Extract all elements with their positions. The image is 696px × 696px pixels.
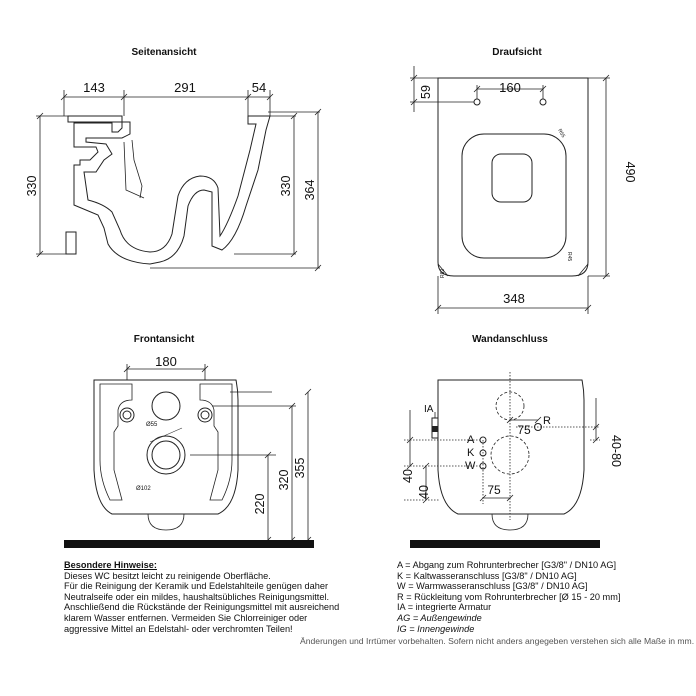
legend-line-r: R = Rückleitung vom Rohrunterbrecher [Ø … <box>397 591 621 602</box>
front-inner-left <box>99 383 133 501</box>
front-view: Frontansicht 180 Ø55 Ø102 <box>64 334 314 548</box>
wall-dim-40a: 40 <box>401 469 415 483</box>
side-dim-330-right: 330 <box>279 176 293 197</box>
top-bowl-opening <box>491 153 533 203</box>
top-dim-59: 59 <box>419 85 433 99</box>
wall-label-ia: IA <box>424 404 434 415</box>
side-foot <box>65 231 77 255</box>
notes-line: Neutralseife oder ein mildes, haushaltsü… <box>64 591 330 602</box>
side-view-title: Seitenansicht <box>131 47 197 58</box>
wall-dim-75-top: 75 <box>517 423 531 437</box>
side-inner-channel-2 <box>131 139 143 199</box>
legend-line-w: W = Warmwasseranschluss [G3/8" / DN10 AG… <box>397 581 588 592</box>
legend-line-a: A = Abgang zum Rohrunterbrecher [G3/8" /… <box>397 560 617 570</box>
legend-block: A = Abgang zum Rohrunterbrecher [G3/8" /… <box>397 560 657 634</box>
top-view-title: Draufsicht <box>492 47 542 58</box>
wall-label-k: K <box>467 447 475 459</box>
top-radius-r55: R55 <box>556 128 566 139</box>
side-inner-channel <box>123 141 145 199</box>
top-corner-right <box>577 263 589 277</box>
top-view: Draufsicht 160 59 490 <box>410 47 637 314</box>
side-dim-143: 143 <box>83 80 105 95</box>
top-dim-348: 348 <box>503 291 525 306</box>
side-bowl-profile <box>67 115 271 265</box>
notes-line: aggressive Mittel an Edelstahl- oder ver… <box>64 623 293 634</box>
top-radius-r82: R82 <box>440 269 446 278</box>
notes-line: Dieses WC besitzt leicht zu reinigende O… <box>64 570 271 581</box>
wall-dashed-lower <box>490 435 530 475</box>
side-view: Seitenansicht 143 291 54 330 330 364 <box>25 47 322 272</box>
notes-line: Anschließend die Rückstände der Reinigun… <box>64 602 340 613</box>
top-mount-hole-left <box>473 98 481 106</box>
notes-line: Für die Reinigung der Keramik und Edelst… <box>64 581 329 592</box>
wall-bottom-bowl <box>491 513 529 531</box>
front-view-title: Frontansicht <box>134 334 195 345</box>
front-inner-right <box>199 383 233 501</box>
legend-line-ig: IG = Innengewinde <box>397 623 475 634</box>
wall-label-r: R <box>543 415 551 427</box>
legend-line-k: K = Kaltwasseranschluss [G3/8" / DN10 AG… <box>397 570 577 581</box>
legend-line-ag: AG = Außengewinde <box>397 612 482 623</box>
top-mount-hole-right <box>539 98 547 106</box>
notes-heading: Besondere Hinweise: <box>64 560 157 570</box>
notes-block: Besondere Hinweise: Dieses WC besitzt le… <box>64 560 364 634</box>
wall-view-title: Wandanschluss <box>472 334 548 345</box>
front-label-d55: Ø55 <box>146 422 158 428</box>
front-dim-180: 180 <box>155 354 177 369</box>
front-floor-bar <box>64 540 314 548</box>
side-dim-54: 54 <box>252 80 266 95</box>
wall-floor-bar <box>410 540 600 548</box>
front-dim-320: 320 <box>277 470 291 491</box>
notes-line: klarem Wasser entfernen. Vermeiden Sie C… <box>64 612 308 623</box>
wall-dim-40b: 40 <box>417 485 431 499</box>
front-dim-355: 355 <box>293 458 307 479</box>
legend-line-ia: IA = integrierte Armatur <box>397 602 492 613</box>
top-dim-160: 160 <box>499 80 521 95</box>
front-dim-220: 220 <box>253 494 267 515</box>
footer-disclaimer: Änderungen und Irrtümer vorbehalten. Sof… <box>300 636 695 646</box>
wall-dim-75-bottom: 75 <box>487 483 501 497</box>
top-radius-r45: R45 <box>566 252 572 261</box>
wall-body-outline <box>437 379 585 515</box>
side-dim-291: 291 <box>174 80 196 95</box>
front-label-d102: Ø102 <box>136 486 151 492</box>
front-bottom-bowl <box>147 513 185 531</box>
top-corner-left <box>437 263 449 277</box>
side-dim-330-left: 330 <box>25 176 39 197</box>
wall-view: Wandanschluss A K W R IA <box>401 334 623 548</box>
side-dim-364: 364 <box>303 180 317 201</box>
top-dim-490: 490 <box>623 162 637 183</box>
wall-dim-40-80: 40-80 <box>609 435 623 467</box>
front-inlet-hole <box>151 391 181 421</box>
